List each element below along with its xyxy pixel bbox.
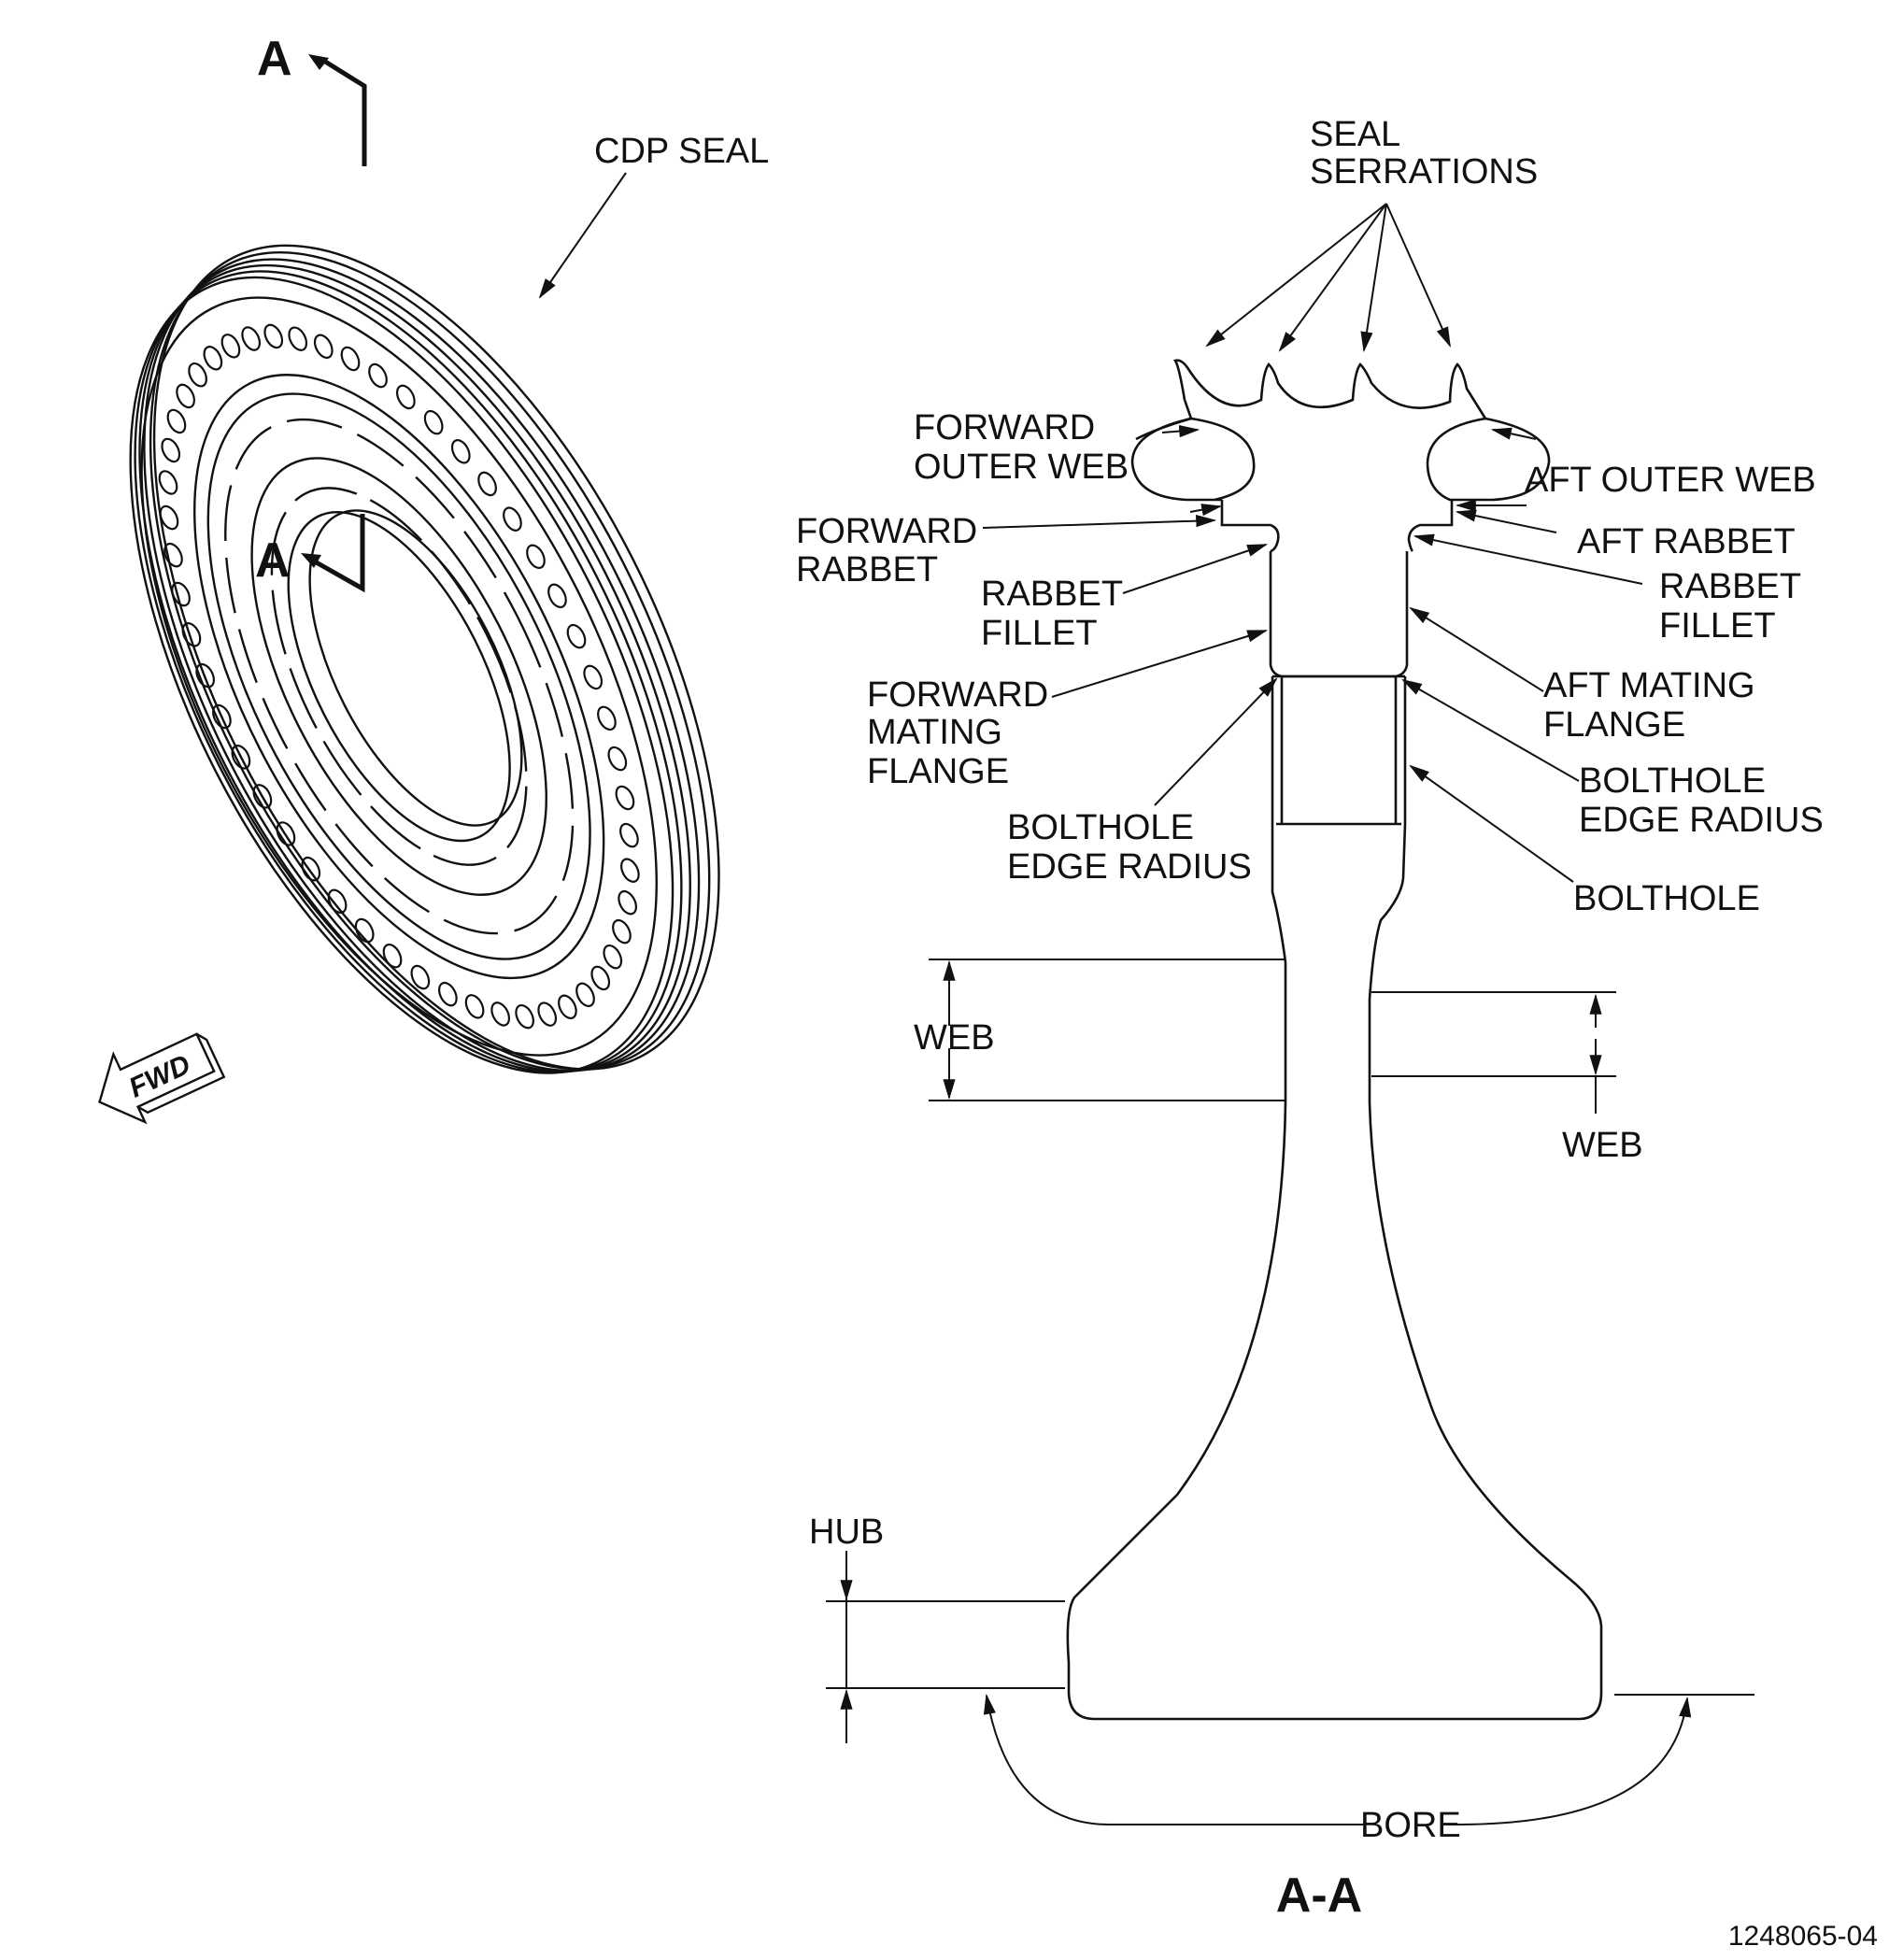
section-cut-line-top	[320, 57, 367, 166]
bolthole-mark	[597, 705, 617, 731]
aft-rabbet-outline	[1407, 500, 1454, 552]
web-aft-label: WEB	[1562, 1126, 1643, 1165]
bolthole-mark	[575, 982, 595, 1008]
forward-outer-web-label-2: OUTER WEB	[914, 447, 1129, 487]
bolthole-mark	[438, 981, 458, 1007]
bolthole-mark	[558, 994, 577, 1020]
cdp-seal-leader	[538, 172, 627, 299]
hub-label: HUB	[809, 1513, 884, 1552]
rabbet-fillet-fwd-label-1: RABBET	[981, 575, 1123, 614]
bolthole-mark	[395, 384, 416, 410]
mating-flange-outline	[1269, 551, 1409, 678]
bolthole-mark	[547, 583, 567, 609]
web-hub-outline	[1066, 823, 1603, 1721]
bolthole-mark	[423, 409, 444, 435]
bolthole-mark	[163, 542, 183, 568]
section-a-a-profile	[826, 203, 1754, 1825]
bolthole-mark	[276, 821, 296, 846]
bolthole-mark	[231, 745, 251, 770]
bolthole-mark	[354, 917, 375, 944]
bolthole-mark	[620, 858, 640, 883]
rabbet-fillet-aft-label-1: RABBET	[1659, 567, 1801, 606]
forward-mating-flange-label-2: MATING	[867, 713, 1002, 752]
aft-outer-web-outline	[1426, 417, 1551, 502]
bolthole-mark	[203, 346, 223, 371]
bolthole-mark	[490, 1001, 511, 1027]
bolthole-edge-radius-aft-label-1: BOLTHOLE	[1579, 761, 1766, 801]
aft-outer-web-label: AFT OUTER WEB	[1525, 461, 1816, 500]
web-fwd-label: WEB	[914, 1018, 995, 1058]
bolthole-mark	[188, 362, 207, 388]
bolthole-mark	[161, 437, 181, 463]
bolthole-mark	[410, 964, 431, 990]
bolthole-outline	[1276, 676, 1401, 826]
forward-rabbet-outline	[1220, 500, 1280, 553]
aft-mating-flange-label-2: FLANGE	[1543, 705, 1685, 745]
bolthole-mark	[340, 346, 361, 372]
bolthole-mark	[603, 944, 623, 970]
forward-rabbet-label-2: RABBET	[796, 550, 938, 589]
bolthole-mark	[195, 662, 216, 689]
isometric-seal-view	[98, 54, 720, 1125]
seal-serrations-outline	[1172, 359, 1487, 419]
aft-rabbet-label: AFT RABBET	[1577, 522, 1796, 561]
bolthole-mark	[313, 334, 334, 360]
bolthole-edge-radius-fwd-label-2: EDGE RADIUS	[1007, 847, 1252, 887]
bolthole-mark	[612, 918, 632, 944]
section-cut-line-inner	[311, 514, 365, 593]
bolthole-mark	[301, 856, 321, 882]
bolthole-mark	[583, 664, 604, 690]
bolthole-mark	[288, 326, 308, 351]
bolthole-mark	[368, 362, 388, 389]
seal-serrations-label-1: SEAL	[1310, 115, 1400, 154]
bolthole-mark	[327, 888, 348, 915]
bolthole-mark	[241, 326, 262, 351]
bolthole-mark	[526, 544, 546, 570]
forward-outer-web-label-1: FORWARD	[914, 408, 1095, 447]
bolthole-mark	[382, 944, 403, 969]
seal-serrations-label-2: SERRATIONS	[1310, 152, 1538, 192]
bolthole-circle-pattern	[158, 323, 640, 1030]
forward-mating-flange-label-1: FORWARD	[867, 675, 1048, 715]
bolthole-mark	[450, 439, 471, 464]
forward-rabbet-label-1: FORWARD	[796, 512, 977, 551]
bolthole-mark	[159, 504, 179, 531]
fwd-direction-arrow	[98, 1032, 226, 1125]
section-marker-a-top: A	[257, 32, 292, 86]
rabbet-fillet-aft-label-2: FILLET	[1659, 606, 1776, 646]
cdp-seal-label: CDP SEAL	[594, 132, 769, 171]
bolthole-mark	[212, 703, 232, 730]
bolthole-mark	[166, 408, 187, 434]
bolthole-mark	[607, 746, 628, 772]
bolthole-mark	[477, 471, 497, 497]
bolthole-mark	[515, 1003, 535, 1030]
bolthole-mark	[619, 822, 639, 848]
bolthole-label: BOLTHOLE	[1573, 879, 1760, 918]
forward-outer-web-outline	[1130, 417, 1256, 502]
aft-mating-flange-label-1: AFT MATING	[1543, 666, 1755, 705]
bolthole-edge-radius-fwd-label-1: BOLTHOLE	[1007, 808, 1194, 847]
bolthole-mark	[464, 994, 485, 1019]
section-marker-a-inner: A	[255, 533, 291, 588]
bore-label: BORE	[1360, 1806, 1461, 1845]
section-title: A-A	[1276, 1868, 1362, 1923]
bolthole-mark	[176, 383, 195, 409]
bolthole-mark	[615, 785, 635, 811]
bolthole-mark	[220, 334, 241, 359]
bolthole-mark	[181, 622, 202, 647]
bolthole-edge-radius-aft-label-2: EDGE RADIUS	[1579, 801, 1824, 840]
bolthole-mark	[263, 323, 284, 349]
bolthole-mark	[590, 965, 611, 991]
forward-mating-flange-label-3: FLANGE	[867, 752, 1009, 791]
bolthole-mark	[503, 506, 522, 532]
bolthole-mark	[158, 470, 178, 495]
bolthole-mark	[171, 581, 191, 607]
figure-number: 1248065-04	[1728, 1921, 1878, 1952]
bolthole-mark	[566, 623, 587, 649]
bolthole-mark	[537, 1001, 558, 1027]
rabbet-fillet-fwd-label-2: FILLET	[981, 614, 1098, 653]
bolthole-mark	[252, 784, 273, 809]
bolthole-mark	[618, 889, 637, 916]
